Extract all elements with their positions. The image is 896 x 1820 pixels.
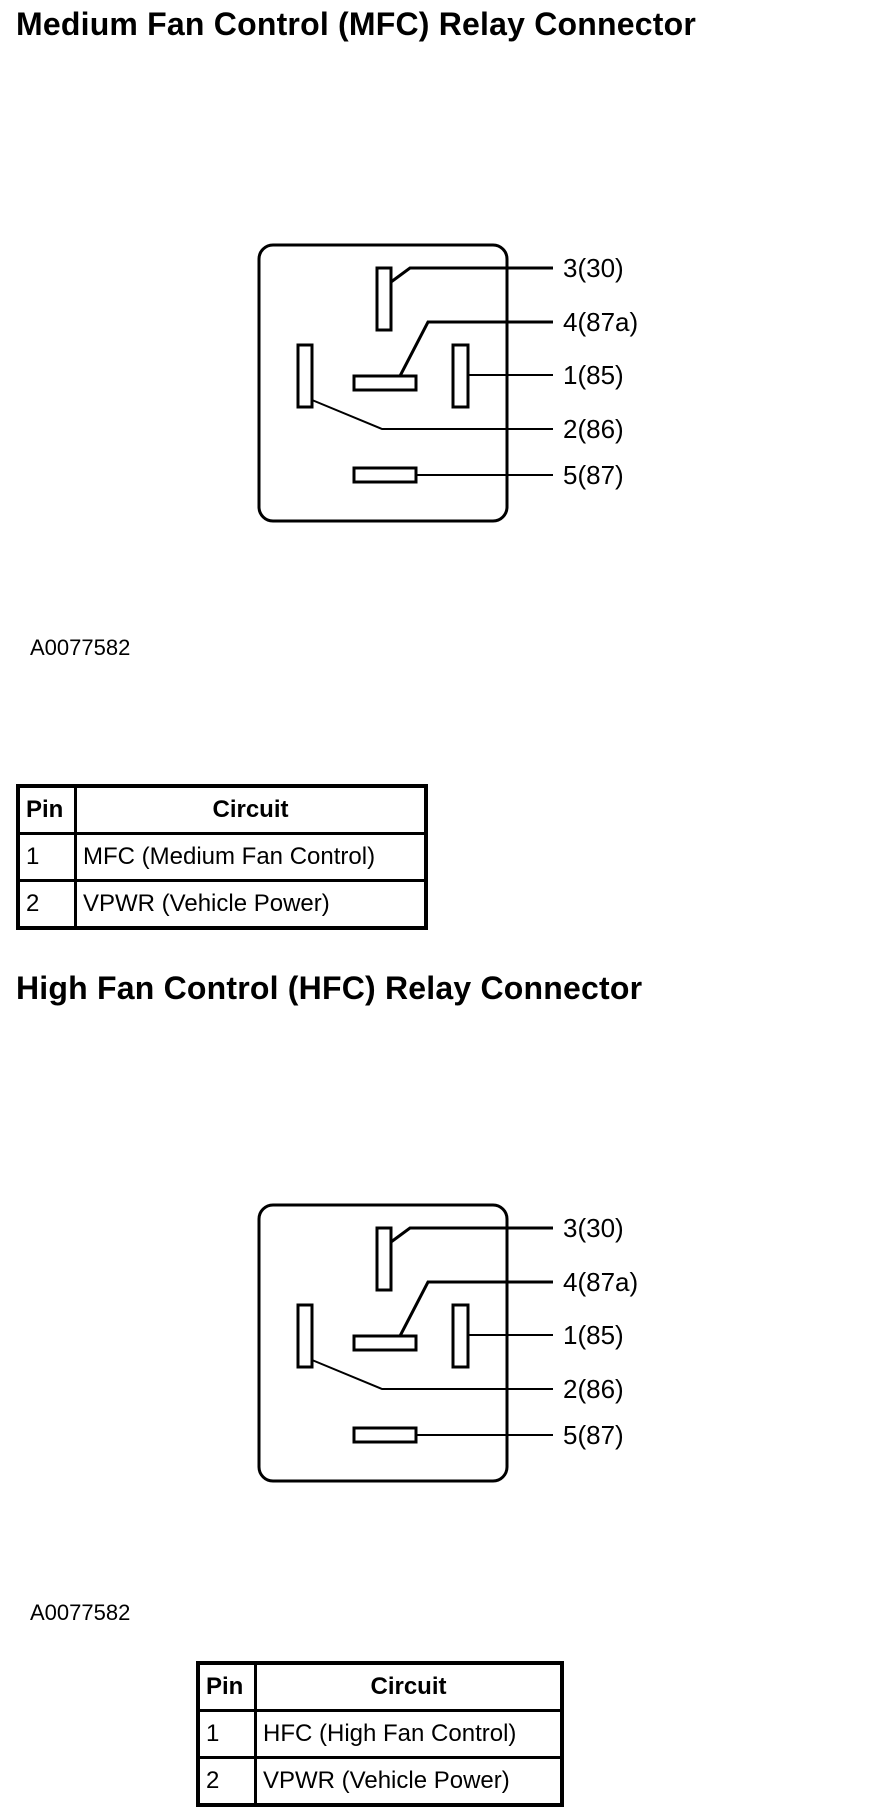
table-header-row: Pin Circuit [16,784,428,835]
terminal-3 [375,1226,393,1292]
terminal-3 [375,266,393,332]
pin-label-3: 3(30) [563,253,624,283]
circuit-cell: MFC (Medium Fan Control) [74,832,428,882]
table-header-row: Pin Circuit [196,1661,564,1712]
mfc-pin-table: Pin Circuit 1 MFC (Medium Fan Control) 2… [16,784,428,930]
leader-4 [398,1280,553,1337]
connector-housing [257,243,509,523]
pin-cell: 2 [16,879,77,930]
terminal-4 [352,374,418,392]
terminal-4 [352,1334,418,1352]
leader-2 [311,399,553,430]
table-row: 1 HFC (High Fan Control) [196,1709,564,1759]
terminal-1 [451,1303,470,1369]
pin-cell: 2 [196,1756,257,1807]
pin-label-1: 1(85) [563,360,624,390]
pin-label-3: 3(30) [563,1213,624,1243]
pin-cell: 1 [16,832,77,882]
pin-label-5: 5(87) [563,1420,624,1450]
pin-label-2: 2(86) [563,414,624,444]
circuit-cell: VPWR (Vehicle Power) [254,1756,564,1807]
table-row: 2 VPWR (Vehicle Power) [196,1756,564,1807]
table-row: 2 VPWR (Vehicle Power) [16,879,428,930]
pin-cell: 1 [196,1709,257,1759]
leader-3 [390,266,553,284]
leader-4 [398,320,553,377]
section-title-hfc: High Fan Control (HFC) Relay Connector [16,970,643,1006]
terminal-2 [296,1303,314,1369]
pin-label-2: 2(86) [563,1374,624,1404]
table-row: 1 MFC (Medium Fan Control) [16,832,428,882]
connector-housing [257,1203,509,1483]
circuit-cell: HFC (High Fan Control) [254,1709,564,1759]
terminal-5 [352,1426,418,1444]
leader-3 [390,1226,553,1244]
figure-id-hfc: A0077582 [30,1600,131,1625]
mfc-relay-connector-diagram: 3(30) 4(87a) 1(85) 2(86) 5(87) [250,230,670,530]
figure-id-mfc: A0077582 [30,635,131,660]
header-pin: Pin [196,1661,257,1712]
section-title-mfc: Medium Fan Control (MFC) Relay Connector [16,6,696,42]
header-circuit: Circuit [74,784,428,835]
hfc-pin-table: Pin Circuit 1 HFC (High Fan Control) 2 V… [196,1661,564,1807]
pin-label-1: 1(85) [563,1320,624,1350]
header-pin: Pin [16,784,77,835]
terminal-1 [451,343,470,409]
terminal-5 [352,466,418,484]
leader-2 [311,1359,553,1390]
terminal-2 [296,343,314,409]
hfc-relay-connector-diagram: 3(30) 4(87a) 1(85) 2(86) 5(87) [250,1190,670,1490]
pin-label-4: 4(87a) [563,1267,638,1297]
header-circuit: Circuit [254,1661,564,1712]
pin-label-4: 4(87a) [563,307,638,337]
pin-label-5: 5(87) [563,460,624,490]
circuit-cell: VPWR (Vehicle Power) [74,879,428,930]
